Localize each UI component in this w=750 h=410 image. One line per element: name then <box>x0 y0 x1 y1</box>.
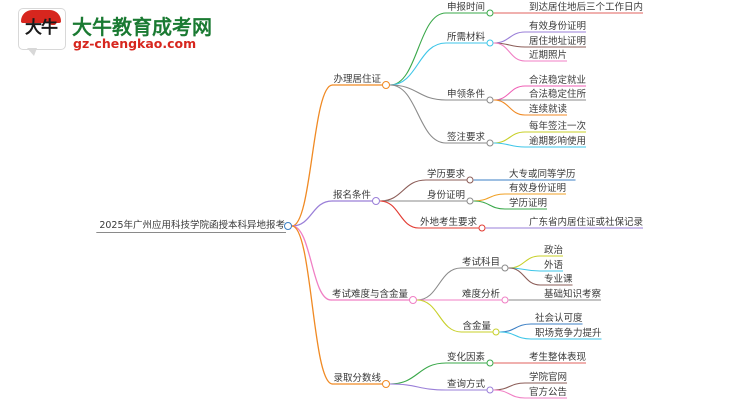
mindmap-leaf-node-0-2-1[interactable]: 合法稳定住所 <box>529 88 587 100</box>
mindmap-leaf-node-2-0-0[interactable]: 政治 <box>544 244 564 256</box>
mindmap-leaf-node-2-2-1[interactable]: 职场竞争力提升 <box>535 327 602 339</box>
mindmap-sub-bullet-1-0[interactable] <box>466 176 474 184</box>
mindmap-sub-bullet-2-1[interactable] <box>501 296 509 304</box>
mindmap-leaf-node-0-3-1[interactable]: 逾期影响使用 <box>529 135 587 147</box>
mindmap-leaf-node-0-1-1[interactable]: 居住地址证明 <box>529 35 587 47</box>
mindmap-branch-bullet-2[interactable] <box>409 296 417 304</box>
mindmap-sub-bullet-2-2[interactable] <box>492 328 500 336</box>
logo-mark-text: 大牛 <box>25 18 58 38</box>
mindmap-sub-node-1-2[interactable]: 外地考生要求 <box>419 216 477 228</box>
mindmap-sub-bullet-0-0[interactable] <box>486 9 494 17</box>
mindmap-sub-bullet-0-3[interactable] <box>486 139 494 147</box>
mindmap-sub-node-1-1[interactable]: 身份证明 <box>426 189 465 201</box>
mindmap-sub-node-2-2[interactable]: 含金量 <box>462 320 491 332</box>
mindmap-sub-node-0-0[interactable]: 申报时间 <box>446 1 485 13</box>
mindmap-sub-bullet-1-2[interactable] <box>478 224 486 232</box>
mindmap-sub-node-2-1[interactable]: 难度分析 <box>461 288 500 300</box>
mindmap-leaf-node-3-1-1[interactable]: 官方公告 <box>529 386 568 398</box>
mindmap-sub-node-0-2[interactable]: 申领条件 <box>446 88 485 100</box>
logo-mark-icon: 大牛 <box>18 8 66 56</box>
logo-brand-name: 大牛教育成考网 <box>72 15 212 39</box>
mindmap-leaf-node-1-2-0[interactable]: 广东省内居住证或社保记录 <box>529 216 644 228</box>
logo-red-cap-shape <box>21 10 61 25</box>
logo-brand-url: gz-chengkao.com <box>73 36 197 51</box>
mindmap-leaf-node-2-0-2[interactable]: 专业课 <box>544 273 573 285</box>
mindmap-branch-bullet-1[interactable] <box>372 197 380 205</box>
mindmap-sub-bullet-0-1[interactable] <box>486 39 494 47</box>
mindmap-leaf-node-0-1-2[interactable]: 近期照片 <box>529 49 568 61</box>
mindmap-branch-node-1[interactable]: 报名条件 <box>332 189 371 201</box>
mindmap-sub-node-2-0[interactable]: 考试科目 <box>461 256 500 268</box>
mindmap-leaf-node-0-0-0[interactable]: 到达居住地后三个工作日内 <box>529 1 644 13</box>
mindmap-sub-node-0-3[interactable]: 签注要求 <box>446 131 485 143</box>
mindmap-sub-node-3-1[interactable]: 查询方式 <box>446 378 485 390</box>
mindmap-branch-node-3[interactable]: 录取分数线 <box>333 372 381 384</box>
mindmap-branch-node-0[interactable]: 办理居住证 <box>333 73 381 85</box>
mindmap-leaf-node-0-2-2[interactable]: 连续就读 <box>529 103 568 115</box>
mindmap-sub-bullet-2-0[interactable] <box>501 264 509 272</box>
mindmap-root-bullet[interactable] <box>284 222 292 230</box>
mindmap-branch-node-2[interactable]: 考试难度与含金量 <box>331 288 408 300</box>
mindmap-leaf-node-1-0-0[interactable]: 大专或同等学历 <box>509 168 576 180</box>
mindmap-sub-bullet-0-2[interactable] <box>486 96 494 104</box>
mindmap-sub-node-3-0[interactable]: 变化因素 <box>446 351 485 363</box>
site-logo[interactable]: 大牛 大牛教育成考网 gz-chengkao.com <box>18 6 218 58</box>
mindmap-leaf-node-2-2-0[interactable]: 社会认可度 <box>535 312 583 324</box>
mindmap-sub-bullet-1-1[interactable] <box>466 197 474 205</box>
mindmap-leaf-node-2-1-0[interactable]: 基础知识考察 <box>544 288 602 300</box>
mindmap-leaf-node-1-1-1[interactable]: 学历证明 <box>509 197 548 209</box>
mindmap-leaf-node-0-1-0[interactable]: 有效身份证明 <box>529 20 587 32</box>
mindmap-sub-bullet-3-1[interactable] <box>486 386 494 394</box>
mindmap-leaf-node-0-2-0[interactable]: 合法稳定就业 <box>529 74 587 86</box>
mindmap-leaf-node-3-0-0[interactable]: 考生整体表现 <box>529 351 587 363</box>
mindmap-sub-node-1-0[interactable]: 学历要求 <box>426 168 465 180</box>
mindmap-branch-bullet-0[interactable] <box>382 81 390 89</box>
mindmap-leaf-node-2-0-1[interactable]: 外语 <box>544 259 564 271</box>
mindmap-root-node[interactable]: 2025年广州应用科技学院函授本科异地报考 <box>99 220 285 231</box>
mindmap-leaf-node-3-1-0[interactable]: 学院官网 <box>529 371 568 383</box>
mindmap-sub-bullet-3-0[interactable] <box>486 359 494 367</box>
mindmap-leaf-node-1-1-0[interactable]: 有效身份证明 <box>509 182 567 194</box>
mindmap-branch-bullet-3[interactable] <box>382 380 390 388</box>
mindmap-leaf-node-0-3-0[interactable]: 每年签注一次 <box>529 120 587 132</box>
mindmap-sub-node-0-1[interactable]: 所需材料 <box>446 31 485 43</box>
